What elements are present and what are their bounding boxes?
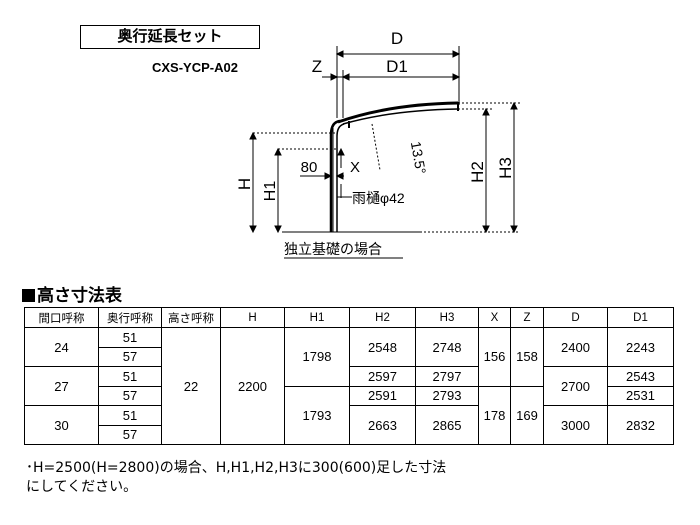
label-H1: H1 (262, 181, 279, 202)
table-row: 57 (25, 424, 674, 445)
model-code: CXS-YCP-A02 (152, 60, 238, 75)
square-bullet-icon (22, 289, 35, 302)
table-row: 24 51 22 2200 1798 2548 2748 156 158 240… (24, 327, 674, 445)
footnote-line-1: ･H=2500(H=2800)の場合、H,H1,H2,H3に300(600)足し… (26, 460, 447, 476)
roof-inner (342, 108, 459, 125)
col-D1: D1 (607, 307, 674, 328)
table-row: 30 51 2663 2865 3000 2832 (24, 405, 674, 445)
table-row: 57 1793 2591 2793 178 169 2531 (25, 385, 674, 445)
col-D: D (543, 307, 608, 328)
label-H2: H2 (468, 161, 487, 183)
col-width-name: 間口呼称 (24, 307, 99, 328)
post-outer (329, 119, 341, 232)
label-80: 80 (301, 159, 318, 176)
set-title: 奥行延長セット (80, 25, 260, 49)
label-D1: D1 (386, 57, 408, 76)
label-gutter: 雨樋φ42 (352, 190, 405, 206)
label-Z: Z (312, 57, 322, 76)
carport-side-diagram: D D1 Z 13.5° 80 X 雨樋φ42 H H1 H2 H3 独立基礎の… (235, 29, 520, 259)
table-row: 27 51 2597 2797 2700 2543 (24, 366, 674, 406)
label-slope: 13.5° (408, 140, 429, 175)
col-X: X (478, 307, 511, 328)
col-H1: H1 (284, 307, 350, 328)
roof-outer (337, 101, 459, 124)
diagram-caption: 独立基礎の場合 (284, 241, 382, 258)
label-H3: H3 (496, 157, 515, 179)
col-H: H (220, 307, 285, 328)
height-dimension-table: 間口呼称 奥行呼称 高さ呼称 H H1 H2 H3 X Z D D1 24 51… (24, 307, 674, 445)
col-Z: Z (510, 307, 544, 328)
post-inner (336, 123, 345, 232)
table-header-row: 間口呼称 奥行呼称 高さ呼称 H H1 H2 H3 X Z D D1 (24, 307, 674, 328)
label-X: X (350, 159, 360, 176)
label-D: D (391, 29, 403, 48)
label-H: H (235, 178, 254, 190)
col-H3: H3 (415, 307, 479, 328)
footnote: ･H=2500(H=2800)の場合、H,H1,H2,H3に300(600)足し… (26, 459, 446, 497)
col-height-name: 高さ呼称 (161, 307, 221, 328)
col-H2: H2 (349, 307, 416, 328)
col-depth-name: 奥行呼称 (98, 307, 162, 328)
table-row: 57 (25, 346, 674, 367)
footnote-line-2: にしてください。 (26, 479, 138, 495)
height-table-title: 高さ寸法表 (22, 281, 122, 306)
